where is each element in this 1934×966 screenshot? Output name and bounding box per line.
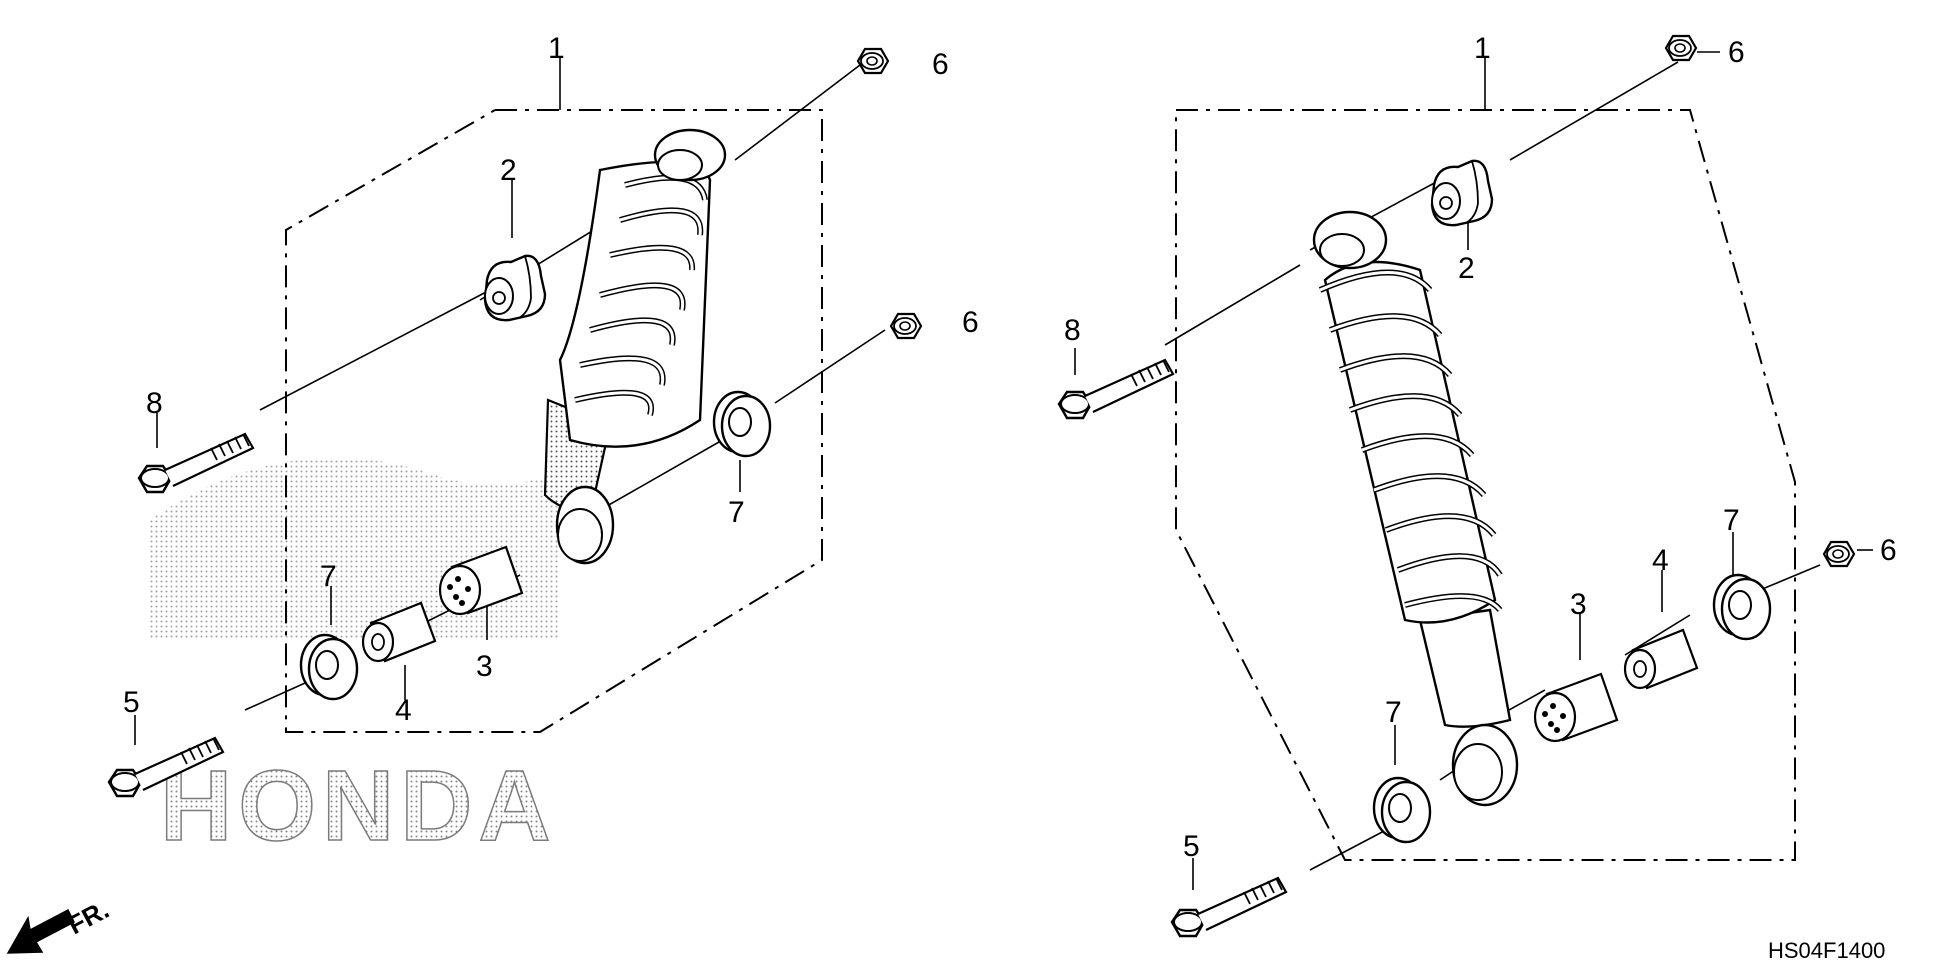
left-callout-2: 2	[500, 154, 517, 187]
front-arrow-icon	[6, 908, 75, 954]
right-callout-1: 1	[1474, 32, 1491, 65]
right-callouts: 1 2 3 4 5 6 6 7 7 8	[1064, 32, 1897, 863]
right-callout-8: 8	[1064, 314, 1081, 347]
right-callout-3: 3	[1570, 588, 1587, 621]
left-callout-3: 3	[476, 650, 493, 683]
left-callout-7-left: 7	[320, 560, 337, 593]
right-callout-7-left: 7	[1385, 696, 1402, 729]
left-shock-absorber	[543, 128, 727, 565]
left-callout-7-right: 7	[728, 496, 745, 529]
front-direction-indicator: FR.	[6, 894, 114, 954]
right-callout-6-top: 6	[1728, 36, 1745, 69]
right-callout-6-mid: 6	[1880, 534, 1897, 567]
right-assembly: 1 2 3 4 5 6 6 7 7 8	[1057, 32, 1897, 938]
left-callout-8: 8	[146, 387, 163, 420]
front-label: FR.	[63, 894, 114, 940]
left-callouts: 1 2 3 4 5 6 6 7 7 8	[123, 32, 979, 727]
watermark-text: HONDA	[160, 750, 557, 862]
right-callout-7-right: 7	[1723, 504, 1740, 537]
left-callout-1: 1	[548, 32, 565, 65]
left-assembly: 1 2 3 4 5 6 6 7 7 8	[107, 32, 979, 798]
right-callout-2: 2	[1458, 252, 1475, 285]
left-callout-4: 4	[395, 694, 412, 727]
honda-watermark: HONDA	[150, 457, 560, 863]
diagram-code: HS04F1400	[1768, 938, 1885, 963]
right-callout-5: 5	[1183, 830, 1200, 863]
right-callout-4: 4	[1652, 544, 1669, 577]
right-shock-absorber	[1312, 210, 1519, 807]
left-callout-6-top: 6	[932, 48, 949, 81]
left-callout-5: 5	[123, 686, 140, 719]
left-callout-6-mid: 6	[962, 306, 979, 339]
